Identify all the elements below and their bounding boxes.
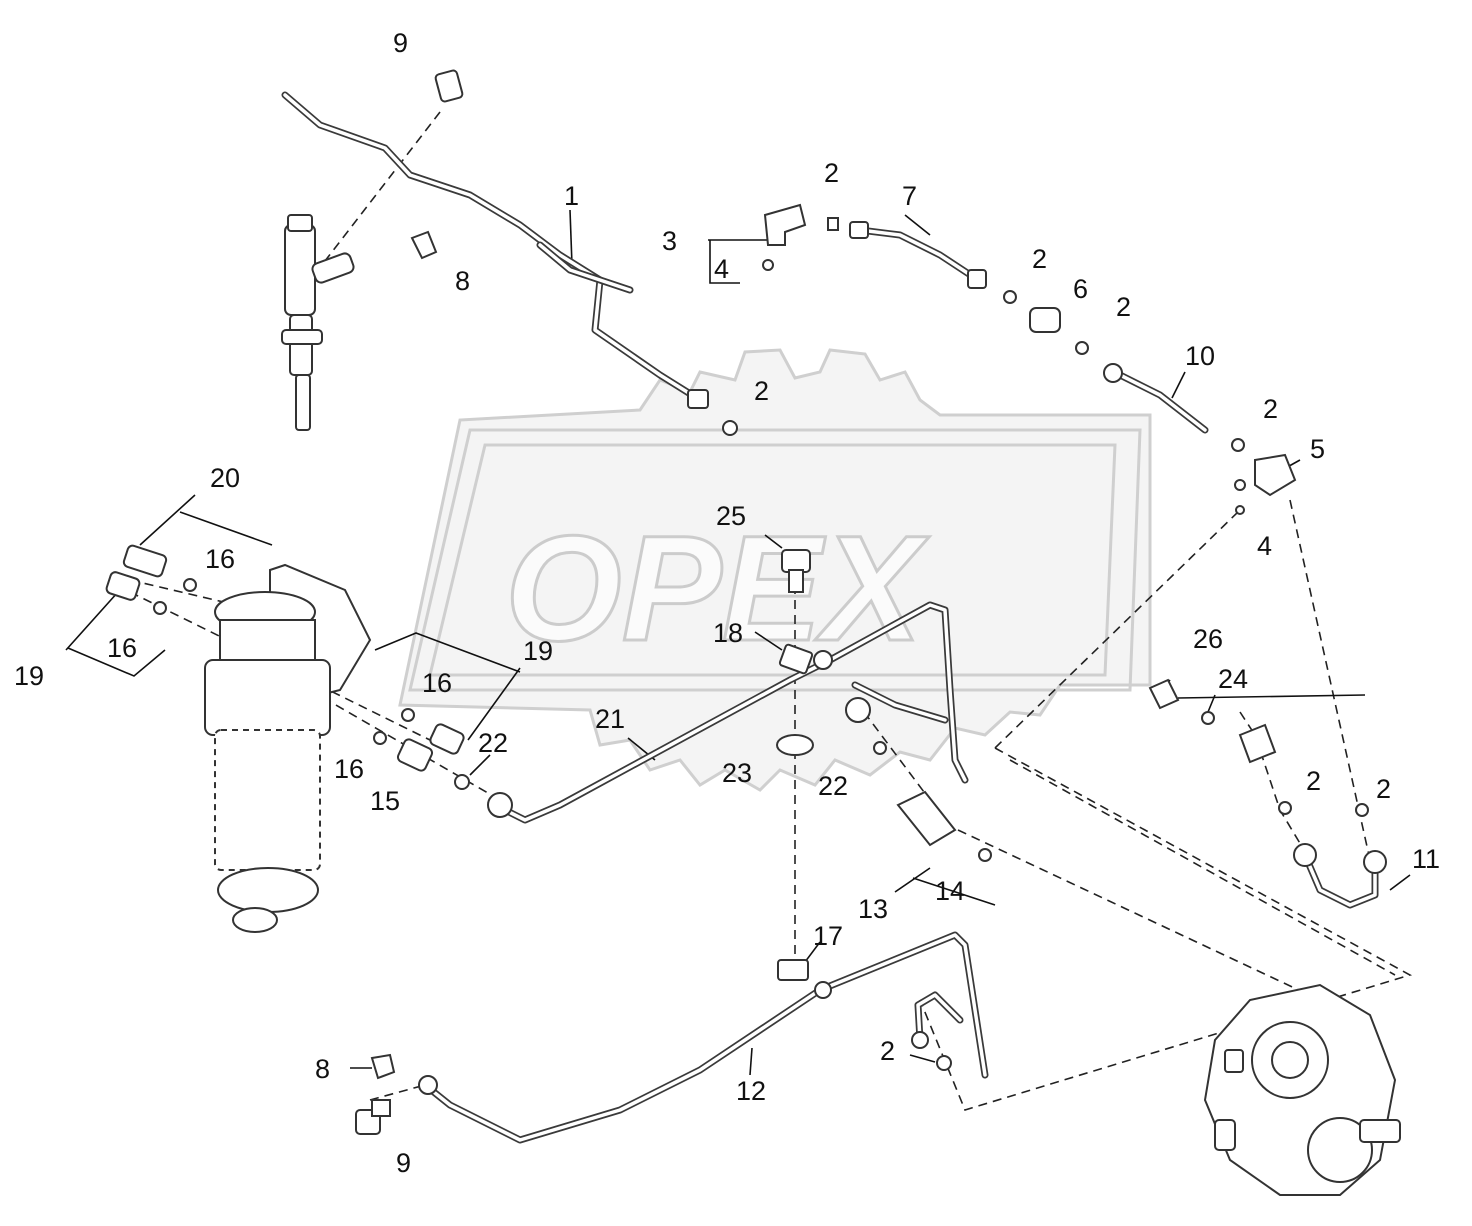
callout-labels: 9 1 8 2 7 3 4 2 6 2 10 2 2 5 4 20 16 19 …: [14, 28, 1440, 1178]
callout-label: 9: [396, 1148, 411, 1178]
watermark-text: OPEX: [505, 504, 930, 672]
callout-label: 18: [713, 618, 743, 648]
fuel-filter-assembly: [204, 563, 372, 933]
callout-label: 4: [1257, 531, 1272, 561]
callout-label: 9: [393, 28, 408, 58]
opex-watermark: OPEX: [398, 348, 1152, 792]
callout-label: 21: [595, 704, 625, 734]
callout-label: 16: [422, 668, 452, 698]
callout-label: 5: [1310, 434, 1325, 464]
callout-label: 2: [824, 158, 839, 188]
callout-label: 3: [662, 226, 677, 256]
callout-label: 14: [935, 876, 965, 906]
callout-label: 15: [370, 786, 400, 816]
callout-label: 16: [205, 544, 235, 574]
callout-label: 2: [754, 376, 769, 406]
callout-label: 19: [523, 636, 553, 666]
callout-label: 17: [813, 921, 843, 951]
callout-label: 10: [1185, 341, 1215, 371]
callout-label: 2: [1116, 292, 1131, 322]
callout-label: 22: [478, 728, 508, 758]
callout-label: 2: [880, 1036, 895, 1066]
callout-label: 16: [334, 754, 364, 784]
fittings: [105, 69, 1387, 1135]
callout-label: 13: [858, 894, 888, 924]
callout-label: 1: [564, 181, 579, 211]
callout-label: 20: [210, 463, 240, 493]
callout-label: 2: [1263, 394, 1278, 424]
callout-label: 6: [1073, 274, 1088, 304]
callout-label: 2: [1306, 766, 1321, 796]
callout-label: 25: [716, 501, 746, 531]
tubes: [281, 91, 1379, 1144]
callout-label: 16: [107, 633, 137, 663]
callout-label: 8: [455, 266, 470, 296]
callout-label: 19: [14, 661, 44, 691]
callout-label: 8: [315, 1054, 330, 1084]
callout-label: 7: [902, 181, 917, 211]
callout-label: 26: [1193, 624, 1223, 654]
callout-label: 4: [714, 254, 729, 284]
high-pressure-pump: [1203, 983, 1401, 1196]
injector: [281, 214, 355, 431]
callout-label: 11: [1412, 844, 1440, 874]
callout-label: 2: [1376, 774, 1391, 804]
callout-label: 12: [736, 1076, 766, 1106]
callout-label: 22: [818, 771, 848, 801]
callout-label: 23: [722, 758, 752, 788]
callout-label: 2: [1032, 244, 1047, 274]
leader-lines: [65, 209, 1411, 1076]
callout-label: 24: [1218, 664, 1248, 694]
